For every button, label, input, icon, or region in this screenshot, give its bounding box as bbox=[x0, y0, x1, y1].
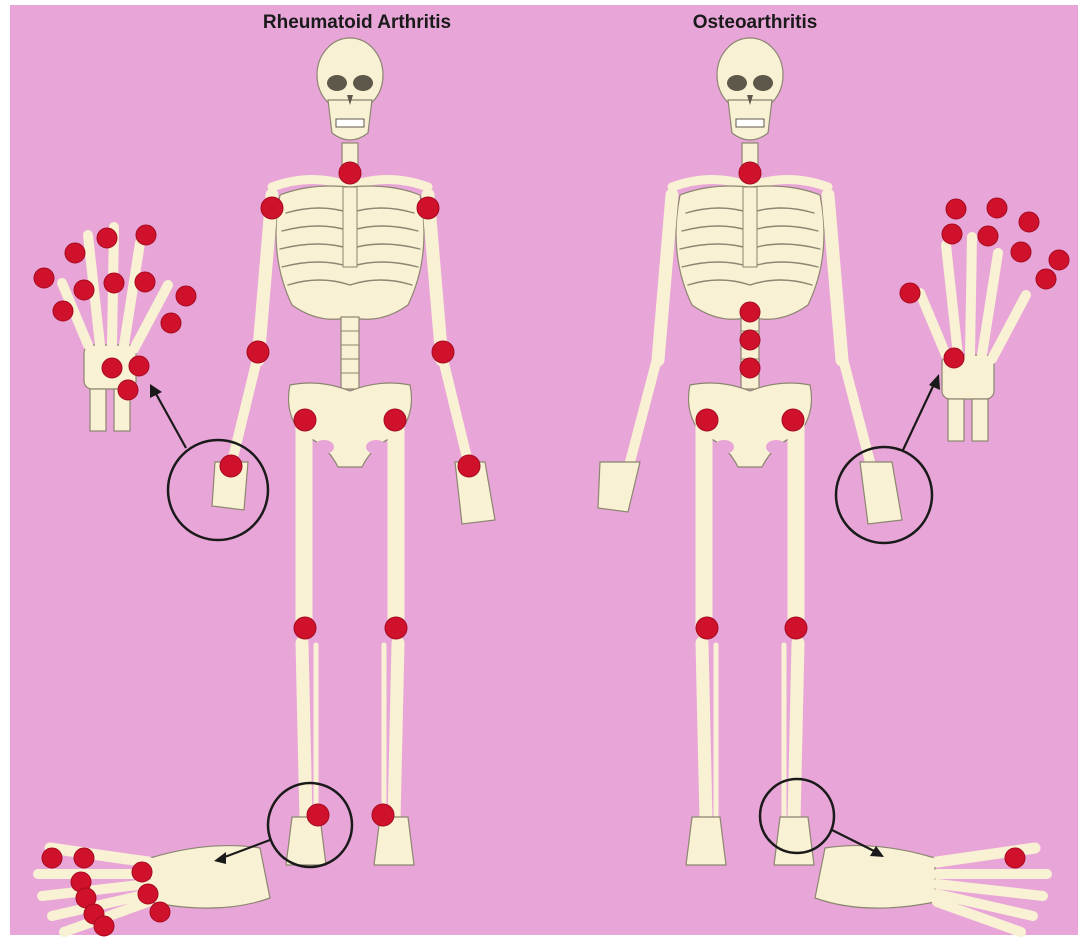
osteoarthritis-title: Osteoarthritis bbox=[693, 12, 818, 34]
rheumatoid-arthritis-title: Rheumatoid Arthritis bbox=[263, 12, 451, 34]
